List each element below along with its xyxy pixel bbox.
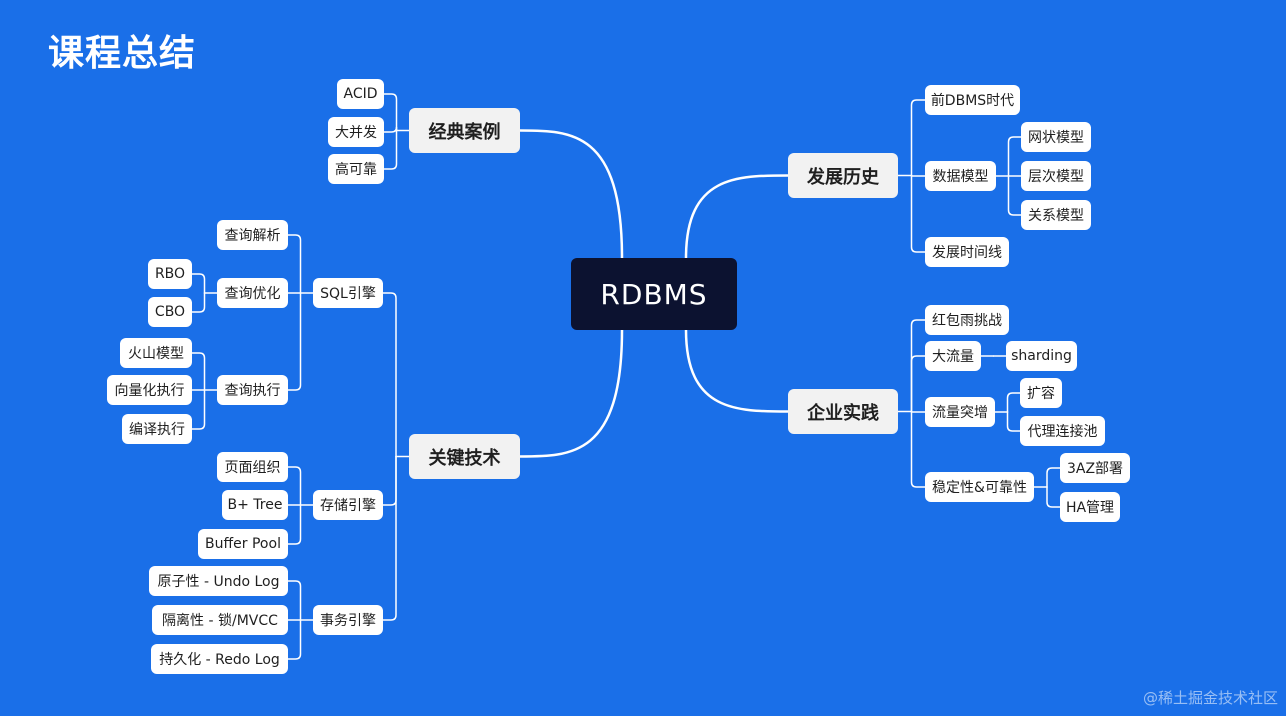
mindmap-link xyxy=(191,389,206,430)
node-sql-engine[interactable]: SQL引擎 xyxy=(313,278,383,308)
node-network-model[interactable]: 网状模型 xyxy=(1021,122,1091,152)
node-buffer-pool[interactable]: Buffer Pool xyxy=(198,529,288,559)
mindmap-link xyxy=(910,174,926,253)
mindmap-link xyxy=(191,352,206,391)
node-timeline[interactable]: 发展时间线 xyxy=(925,237,1009,267)
node-page-org[interactable]: 页面组织 xyxy=(217,452,288,482)
node-query-optimize[interactable]: 查询优化 xyxy=(217,278,288,308)
mindmap-link xyxy=(910,99,926,177)
mindmap-link xyxy=(383,93,398,132)
mindmap-link xyxy=(382,292,397,458)
node-high-reliability[interactable]: 高可靠 xyxy=(328,154,384,184)
node-pre-dbms-era[interactable]: 前DBMS时代 xyxy=(925,85,1020,115)
mindmap-link xyxy=(1006,411,1021,432)
node-cbo[interactable]: CBO xyxy=(148,297,192,327)
node-stability[interactable]: 稳定性&可靠性 xyxy=(925,472,1034,502)
mindmap-link xyxy=(287,466,302,506)
mindmap-link xyxy=(287,292,302,391)
mindmap-link xyxy=(1007,136,1022,177)
node-heavy-traffic[interactable]: 大流量 xyxy=(925,341,981,371)
mindmap-link xyxy=(383,129,398,170)
node-vectorized-exec[interactable]: 向量化执行 xyxy=(107,375,192,405)
node-compiled-exec[interactable]: 编译执行 xyxy=(122,414,192,444)
mindmap-link xyxy=(910,355,926,413)
mindmap-link xyxy=(1046,467,1061,488)
mindmap-link xyxy=(684,174,790,260)
mindmap-link xyxy=(1007,175,1022,216)
mindmap-link xyxy=(910,410,926,488)
node-high-concurrency[interactable]: 大并发 xyxy=(328,117,384,147)
node-query-parse[interactable]: 查询解析 xyxy=(217,220,288,250)
node-data-model[interactable]: 数据模型 xyxy=(925,161,996,191)
node-proxy-pool[interactable]: 代理连接池 xyxy=(1020,416,1105,446)
mindmap-link xyxy=(518,129,624,260)
node-red-packet-rain[interactable]: 红包雨挑战 xyxy=(925,305,1009,335)
node-durability[interactable]: 持久化 - Redo Log xyxy=(151,644,288,674)
topic-history[interactable]: 发展历史 xyxy=(788,153,898,198)
mindmap-link xyxy=(287,504,302,545)
node-bplus-tree[interactable]: B+ Tree xyxy=(222,490,288,520)
node-query-exec[interactable]: 查询执行 xyxy=(217,375,288,405)
node-relational-model[interactable]: 关系模型 xyxy=(1021,200,1091,230)
mindmap-link xyxy=(910,319,926,413)
mindmap-link xyxy=(1006,392,1021,413)
node-ha-management[interactable]: HA管理 xyxy=(1060,492,1120,522)
node-volcano-model[interactable]: 火山模型 xyxy=(120,338,192,368)
mindmap-link xyxy=(383,126,398,133)
watermark: @稀土掘金技术社区 xyxy=(1142,689,1278,707)
mindmap-link xyxy=(684,328,790,413)
node-storage-engine[interactable]: 存储引擎 xyxy=(313,490,383,520)
topic-key-tech[interactable]: 关键技术 xyxy=(409,434,520,479)
mindmap-link xyxy=(518,328,624,458)
topic-classic-cases[interactable]: 经典案例 xyxy=(409,108,520,153)
node-atomicity[interactable]: 原子性 - Undo Log xyxy=(149,566,288,596)
node-acid[interactable]: ACID xyxy=(337,79,384,109)
mindmap-link xyxy=(1046,486,1061,508)
topic-enterprise-practice[interactable]: 企业实践 xyxy=(788,389,898,434)
node-isolation[interactable]: 隔离性 - 锁/MVCC xyxy=(152,605,288,635)
mindmap-link xyxy=(287,580,302,621)
node-rbo[interactable]: RBO xyxy=(148,259,192,289)
node-3az-deploy[interactable]: 3AZ部署 xyxy=(1060,453,1130,483)
mindmap-link xyxy=(382,455,397,506)
mindmap-link xyxy=(191,292,206,313)
node-sharding[interactable]: sharding xyxy=(1006,341,1077,371)
mindmap-link xyxy=(382,455,397,621)
mindmap-root-node[interactable]: RDBMS xyxy=(571,258,737,330)
node-traffic-surge[interactable]: 流量突增 xyxy=(925,397,995,427)
mindmap-link xyxy=(287,619,302,660)
mindmap-link xyxy=(191,273,206,294)
node-txn-engine[interactable]: 事务引擎 xyxy=(313,605,383,635)
page-title: 课程总结 xyxy=(48,33,197,74)
node-scale-out[interactable]: 扩容 xyxy=(1020,378,1062,408)
node-hierarchical-model[interactable]: 层次模型 xyxy=(1021,161,1091,191)
mindmap-link xyxy=(287,234,302,294)
